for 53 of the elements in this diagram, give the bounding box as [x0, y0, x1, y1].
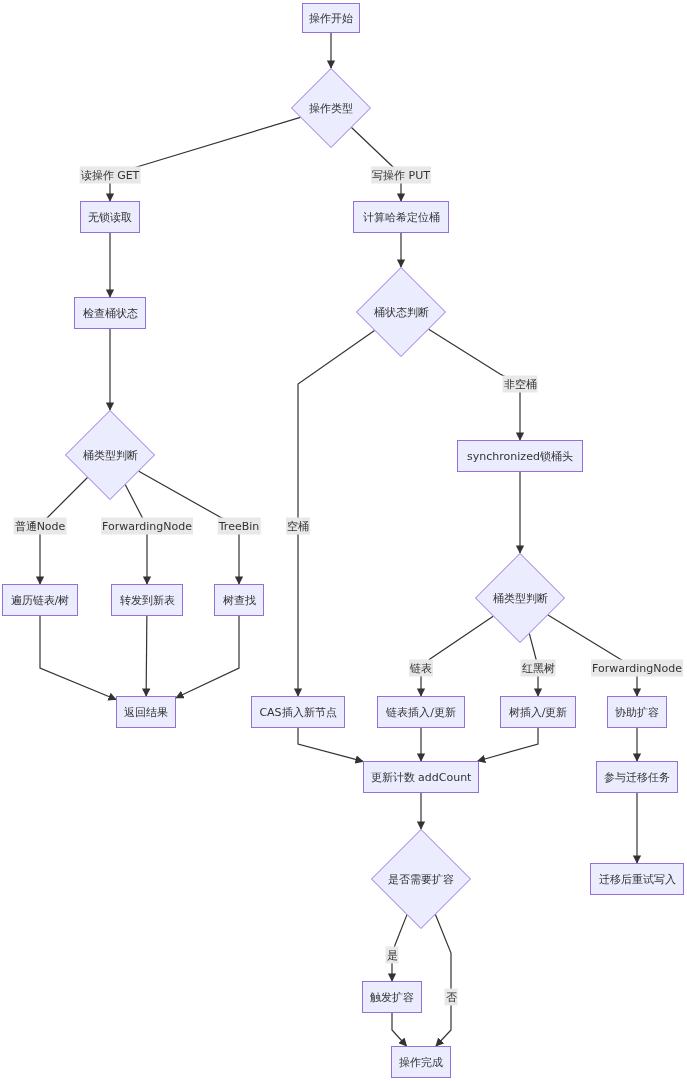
- arrow: [632, 792, 642, 864]
- decision-diamond: 桶类型判断: [65, 410, 155, 500]
- process-box: 返回结果: [116, 696, 176, 728]
- decision-diamond: 操作类型: [291, 68, 371, 148]
- edge-label: 普通Node: [13, 517, 67, 535]
- arrow: [434, 914, 452, 1047]
- process-box: 操作开始: [302, 3, 360, 33]
- edge-label: ForwardingNode: [101, 517, 193, 535]
- process-box: 更新计数 addCount: [363, 761, 479, 793]
- process-box: 检查桶状态: [74, 297, 146, 329]
- edge-label: TreeBin: [217, 517, 261, 535]
- arrow: [515, 471, 525, 554]
- arrow: [416, 615, 494, 697]
- process-box: 树查找: [214, 584, 264, 616]
- process-box: 链表插入/更新: [377, 696, 465, 728]
- process-box: 遍历链表/树: [2, 584, 78, 616]
- arrow: [391, 1012, 408, 1047]
- edge-label: 非空桶: [502, 375, 538, 393]
- edge-label: ForwardingNode: [591, 659, 683, 677]
- process-box: 协助扩容: [607, 696, 667, 728]
- edge-label: 写操作 PUT: [371, 166, 431, 184]
- decision-diamond: 桶状态判断: [356, 267, 446, 357]
- arrow: [396, 232, 406, 268]
- arrow: [476, 727, 539, 763]
- edge-label: 空桶: [286, 517, 310, 535]
- process-box: 计算哈希定位桶: [353, 201, 449, 233]
- process-box: 触发扩容: [362, 981, 422, 1013]
- edge-label: 是: [385, 946, 399, 964]
- arrow: [416, 792, 426, 830]
- arrow: [142, 615, 151, 697]
- arrow: [416, 727, 426, 762]
- decision-diamond: 桶类型判断: [475, 553, 565, 643]
- arrow: [39, 615, 117, 701]
- edge-label: 读操作 GET: [79, 166, 141, 184]
- process-box: CAS插入新节点: [251, 696, 345, 728]
- process-box: 无锁读取: [80, 201, 140, 233]
- edge-label: 链表: [409, 659, 433, 677]
- arrow: [297, 727, 364, 764]
- arrow: [105, 232, 115, 298]
- arrow: [105, 328, 115, 411]
- process-box: synchronized锁桶头: [457, 440, 583, 472]
- edge-label: 否: [444, 988, 458, 1006]
- edge-label: 红黑树: [520, 659, 556, 677]
- process-box: 树插入/更新: [500, 696, 576, 728]
- process-box: 操作完成: [391, 1046, 451, 1078]
- process-box: 转发到新表: [111, 584, 183, 616]
- arrow: [293, 329, 376, 697]
- arrow: [175, 615, 240, 699]
- process-box: 参与迁移任务: [596, 761, 678, 793]
- process-box: 迁移后重试写入: [590, 863, 684, 895]
- decision-diamond: 是否需要扩容: [371, 829, 471, 929]
- arrow: [632, 727, 642, 762]
- arrow: [326, 32, 336, 69]
